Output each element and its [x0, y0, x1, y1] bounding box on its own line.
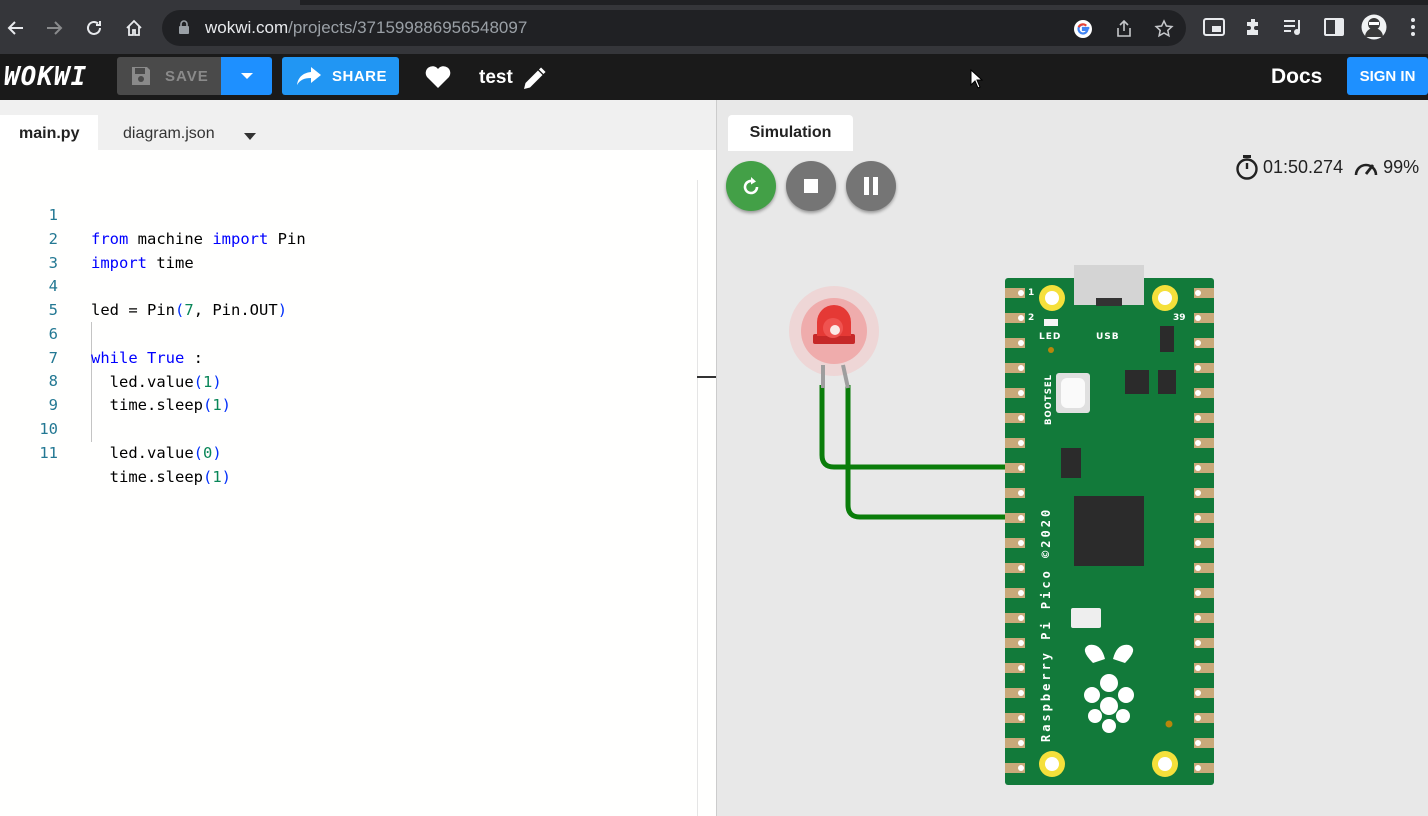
- code-line[interactable]: 6 while True :: [48, 325, 204, 367]
- extensions-icon[interactable]: [1241, 14, 1267, 40]
- stopwatch-icon: [1236, 155, 1258, 180]
- wokwi-logo[interactable]: WOKWI: [4, 62, 88, 92]
- elapsed-time: 01:50.274: [1263, 156, 1344, 177]
- browser-tabstrip: [300, 0, 1428, 5]
- lock-icon: [178, 20, 190, 40]
- tab-simulation[interactable]: Simulation: [728, 115, 853, 151]
- simulation-pane: Simulation 01:50.274 99%: [716, 100, 1428, 816]
- simulation-speed: 99%: [1383, 156, 1420, 177]
- code-line[interactable]: 11 time.sleep(1): [39, 444, 232, 486]
- save-button[interactable]: SAVE: [117, 57, 221, 95]
- pause-simulation-button[interactable]: [846, 161, 896, 211]
- reload-icon[interactable]: [80, 14, 108, 42]
- board-model-label: Raspberry Pi Pico ©2020: [1039, 507, 1053, 742]
- restart-simulation-button[interactable]: [726, 161, 776, 211]
- led-label: LED: [1039, 332, 1061, 342]
- profile-avatar-icon[interactable]: [1361, 14, 1387, 40]
- code-line[interactable]: 5: [48, 301, 58, 319]
- pin-label-1: 1: [1028, 288, 1034, 298]
- tab-main-py[interactable]: main.py: [0, 115, 99, 150]
- tab-menu-caret-icon[interactable]: [244, 127, 256, 145]
- raspberry-pi-pico-board[interactable]: 1 2 39 LED USB BOOTSEL Raspberry Pi Pico…: [1005, 265, 1214, 785]
- wire-led-cathode: [845, 385, 1022, 520]
- stop-simulation-button[interactable]: [786, 161, 836, 211]
- editor-scroll-marker: [697, 376, 716, 378]
- docs-link[interactable]: Docs: [1271, 65, 1323, 88]
- forward-icon[interactable]: [40, 14, 68, 42]
- simulation-status: 01:50.274 99%: [1235, 154, 1419, 180]
- save-label: SAVE: [165, 67, 209, 85]
- code-line[interactable]: 2 import time: [48, 230, 194, 272]
- pin-label-2: 2: [1028, 313, 1034, 323]
- pause-icon: [864, 177, 878, 195]
- circuit-canvas[interactable]: 1 2 39 LED USB BOOTSEL Raspberry Pi Pico…: [717, 100, 1428, 816]
- speedometer-icon: [1354, 163, 1378, 176]
- save-options-dropdown[interactable]: [221, 57, 272, 95]
- indent-guide: [91, 322, 92, 442]
- pin-label-39: 39: [1173, 313, 1186, 323]
- red-led[interactable]: [789, 286, 879, 389]
- bookmark-star-icon[interactable]: [1153, 18, 1175, 40]
- caret-down-icon: [240, 73, 253, 79]
- code-line[interactable]: 1 from machine import Pin: [48, 206, 306, 248]
- mouse-cursor-icon: [970, 68, 984, 94]
- code-line[interactable]: 7 led.value(1): [48, 349, 222, 391]
- picture-in-picture-icon[interactable]: [1201, 14, 1227, 40]
- media-queue-icon[interactable]: [1281, 14, 1307, 40]
- restart-icon: [743, 177, 759, 195]
- tab-diagram-json[interactable]: diagram.json: [123, 125, 215, 142]
- share-label: SHARE: [332, 67, 388, 85]
- browser-menu-icon[interactable]: [1400, 14, 1426, 40]
- usb-label: USB: [1096, 332, 1120, 342]
- sign-in-button[interactable]: SIGN IN: [1347, 57, 1428, 95]
- app-header: WOKWI SAVE SHARE test Docs SIGN IN: [0, 54, 1428, 100]
- pencil-icon[interactable]: [521, 66, 547, 97]
- editor-ruler: [697, 180, 698, 816]
- wire-led-anode: [819, 385, 1022, 470]
- share-arrow-icon: [297, 67, 321, 85]
- bootsel-label: BOOTSEL: [1044, 374, 1054, 425]
- project-name[interactable]: test: [479, 67, 513, 88]
- heart-icon[interactable]: [424, 64, 452, 94]
- back-icon[interactable]: [2, 14, 30, 42]
- code-line[interactable]: 3: [48, 254, 58, 272]
- browser-chrome: wokwi.com/projects/371599886956548097: [0, 0, 1428, 54]
- share-page-icon[interactable]: [1113, 18, 1135, 40]
- code-line[interactable]: 4 led = Pin(7, Pin.OUT): [48, 277, 288, 319]
- code-line[interactable]: 8 time.sleep(1): [48, 372, 232, 414]
- stop-icon: [804, 179, 818, 193]
- share-button[interactable]: SHARE: [282, 57, 399, 95]
- editor-tab-bar: main.py diagram.json: [0, 100, 716, 150]
- code-line[interactable]: 9: [48, 396, 58, 414]
- url-text: wokwi.com/projects/371599886956548097: [205, 18, 528, 37]
- google-icon[interactable]: [1072, 18, 1094, 40]
- side-panel-icon[interactable]: [1321, 14, 1347, 40]
- code-line[interactable]: 10 led.value(0): [39, 420, 222, 462]
- code-editor[interactable]: 1 from machine import Pin 2 import time …: [0, 150, 716, 816]
- save-disk-icon: [132, 67, 150, 85]
- home-icon[interactable]: [120, 14, 148, 42]
- address-bar[interactable]: wokwi.com/projects/371599886956548097: [162, 10, 1186, 46]
